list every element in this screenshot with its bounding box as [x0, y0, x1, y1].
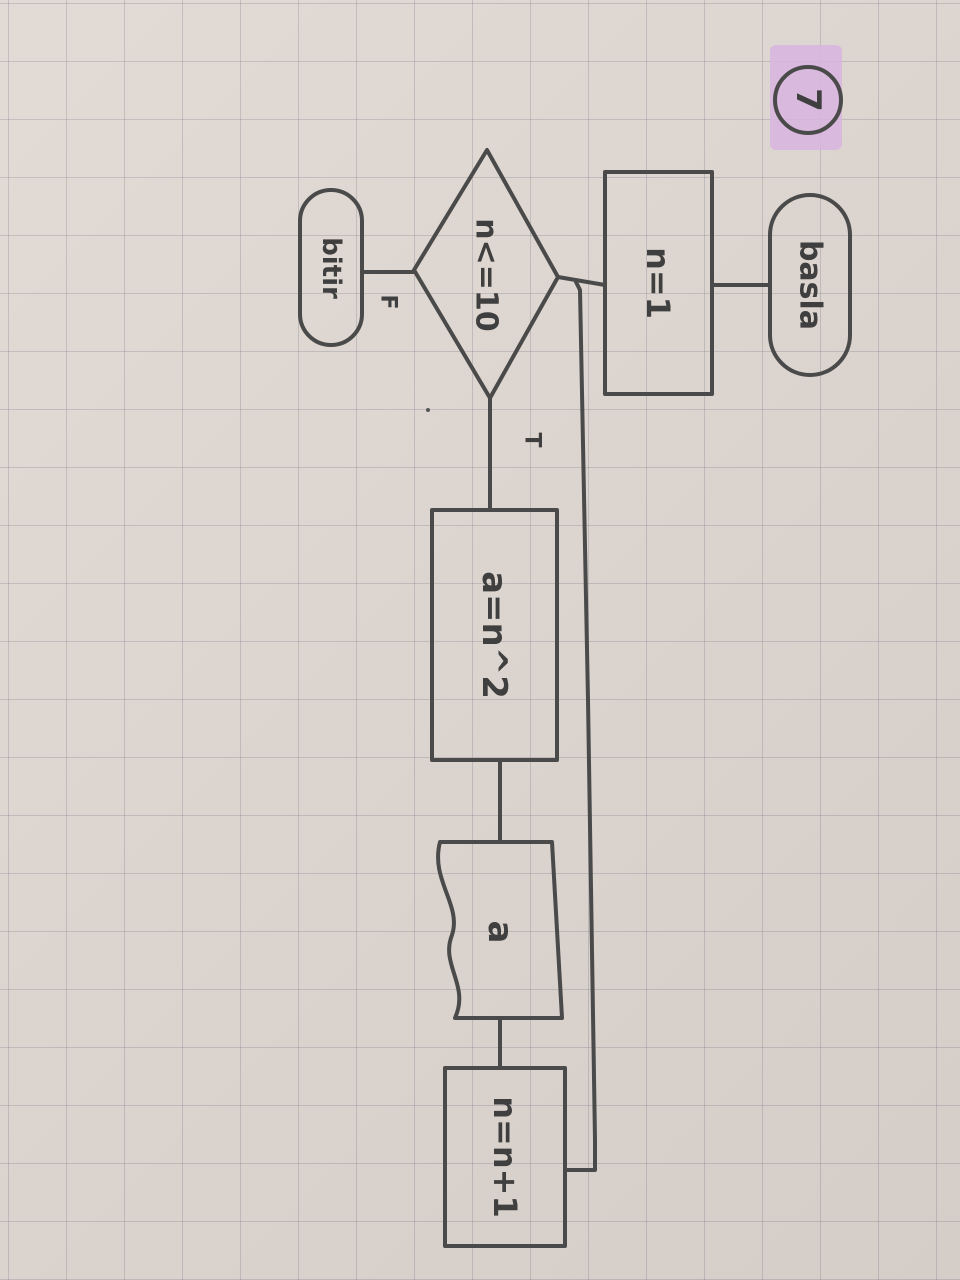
page-number: 7 — [788, 88, 828, 112]
connector-init-decision — [556, 275, 607, 287]
output-label: a — [480, 921, 520, 944]
init-label: n=1 — [639, 247, 677, 319]
square-process-box — [430, 508, 559, 762]
end-label: bitir — [316, 237, 346, 299]
loop-back-connector — [563, 280, 597, 1172]
output-document-shape — [436, 840, 564, 1020]
end-terminal — [298, 188, 364, 347]
false-label: F — [376, 294, 401, 309]
increment-process-box — [443, 1066, 567, 1248]
page-number-circle — [773, 65, 843, 135]
pencil-dot — [426, 408, 430, 412]
increment-label: n=n+1 — [486, 1096, 524, 1217]
start-label: basla — [793, 240, 828, 330]
process-label: a=n^2 — [474, 571, 514, 699]
true-label: T — [520, 432, 545, 447]
decision-label: n<=10 — [469, 218, 504, 331]
